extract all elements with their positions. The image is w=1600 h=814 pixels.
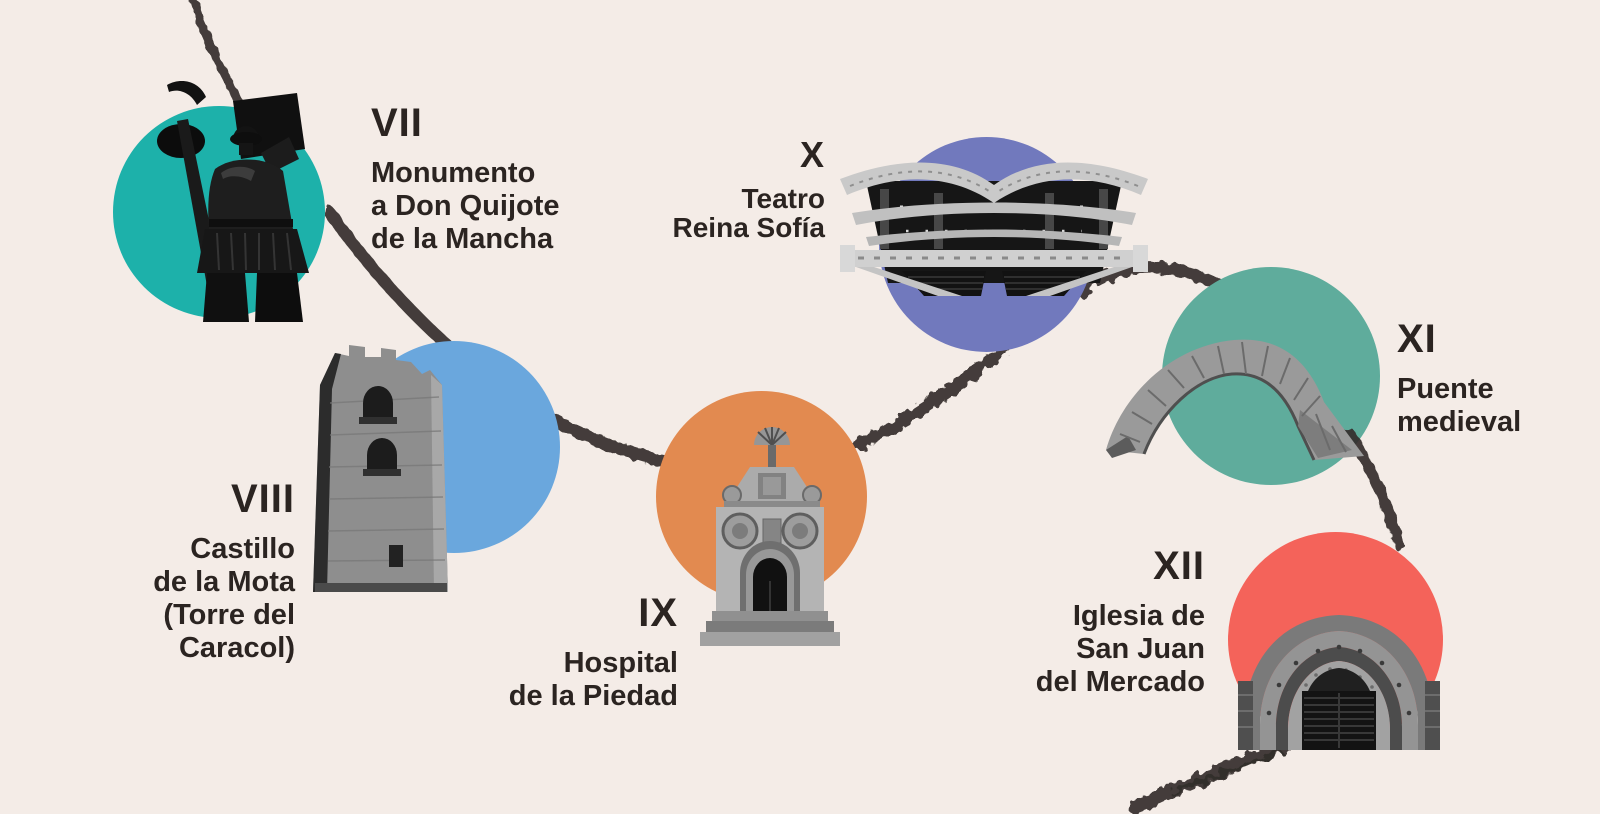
name-xi: Puente medieval [1397,373,1522,438]
route-stroke-segment [1344,428,1406,552]
route-stroke-segment [189,0,245,109]
numeral-viii: VIII [230,477,295,521]
label-vii: VII Monumento a Don Quijote de la Mancha [371,102,560,256]
castle-tower-image [313,345,448,592]
numeral-vii: VII [371,101,423,145]
hospital-facade-image [700,427,840,646]
label-ix: IX Hospital de la Piedad [509,592,678,713]
name-xii: Iglesia de San Juan del Mercado [1035,600,1205,698]
theatre-interior-image [840,162,1148,296]
label-xi: XI Puente medieval [1397,318,1521,439]
route-stroke-segment [1170,750,1282,795]
numeral-x: X [799,134,825,175]
don-quijote-monument-image [157,81,309,322]
numeral-xii: XII [1153,544,1205,588]
name-x: Teatro Reina Sofía [672,183,825,243]
label-viii: VIII Castillo de la Mota (Torre del Cara… [153,478,295,665]
medieval-bridge-arch-image [1106,339,1364,461]
name-viii: Castillo de la Mota (Torre del Caracol) [153,533,295,664]
numeral-xi: XI [1397,317,1437,361]
name-vii: Monumento a Don Quijote de la Mancha [371,157,560,255]
label-x: X Teatro Reina Sofía [672,134,825,243]
name-ix: Hospital de la Piedad [508,647,678,712]
label-xii: XII Iglesia de San Juan del Mercado [1036,545,1205,699]
numeral-ix: IX [638,591,678,635]
church-portal-image [1238,615,1440,750]
